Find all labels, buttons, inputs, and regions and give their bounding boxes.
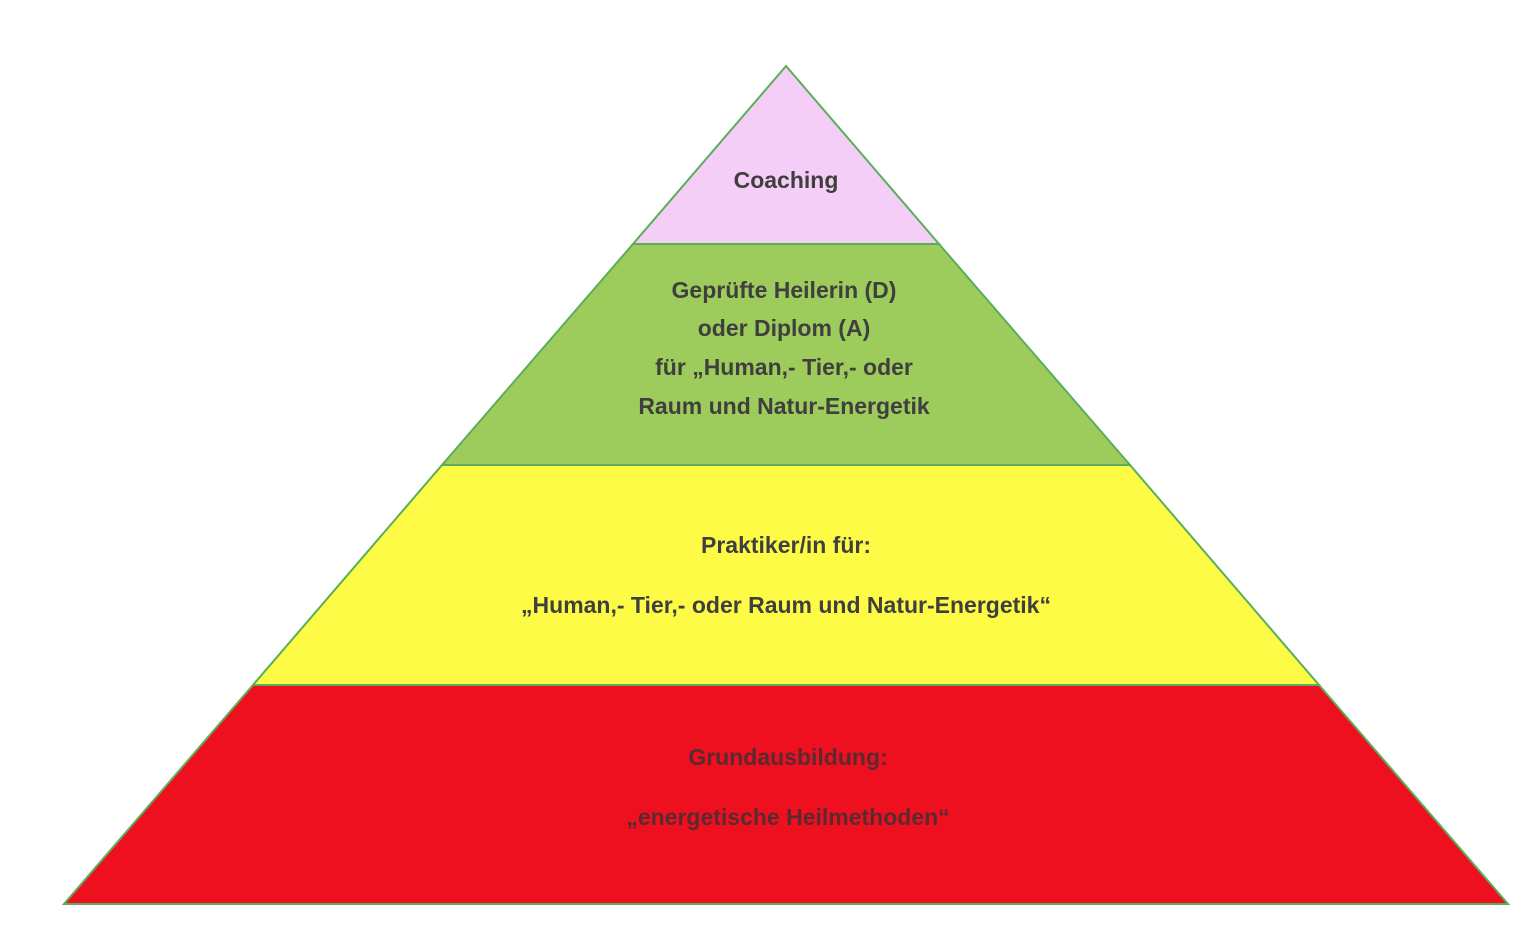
pyramid-level-grundausbildung xyxy=(61,684,1511,905)
level-heilerin-line-1: Geprüfte Heilerin (D) xyxy=(672,277,897,303)
level-coaching-label: Coaching xyxy=(734,167,839,193)
level-grundausbildung-line-1: Grundausbildung: xyxy=(688,744,887,770)
level-heilerin-line-2: oder Diplom (A) xyxy=(698,315,871,341)
level-praktiker-line-2: „Human,- Tier,- oder Raum und Natur-Ener… xyxy=(521,592,1051,618)
level-grundausbildung-line-2: „energetische Heilmethoden“ xyxy=(626,804,949,830)
level-praktiker-line-1: Praktiker/in für: xyxy=(701,532,871,558)
level-heilerin-line-3: für „Human,- Tier,- oder xyxy=(655,354,913,380)
pyramid-level-praktiker xyxy=(250,464,1322,686)
level-heilerin-line-4: Raum und Natur-Energetik xyxy=(638,393,930,419)
pyramid-level-coaching xyxy=(630,64,942,245)
